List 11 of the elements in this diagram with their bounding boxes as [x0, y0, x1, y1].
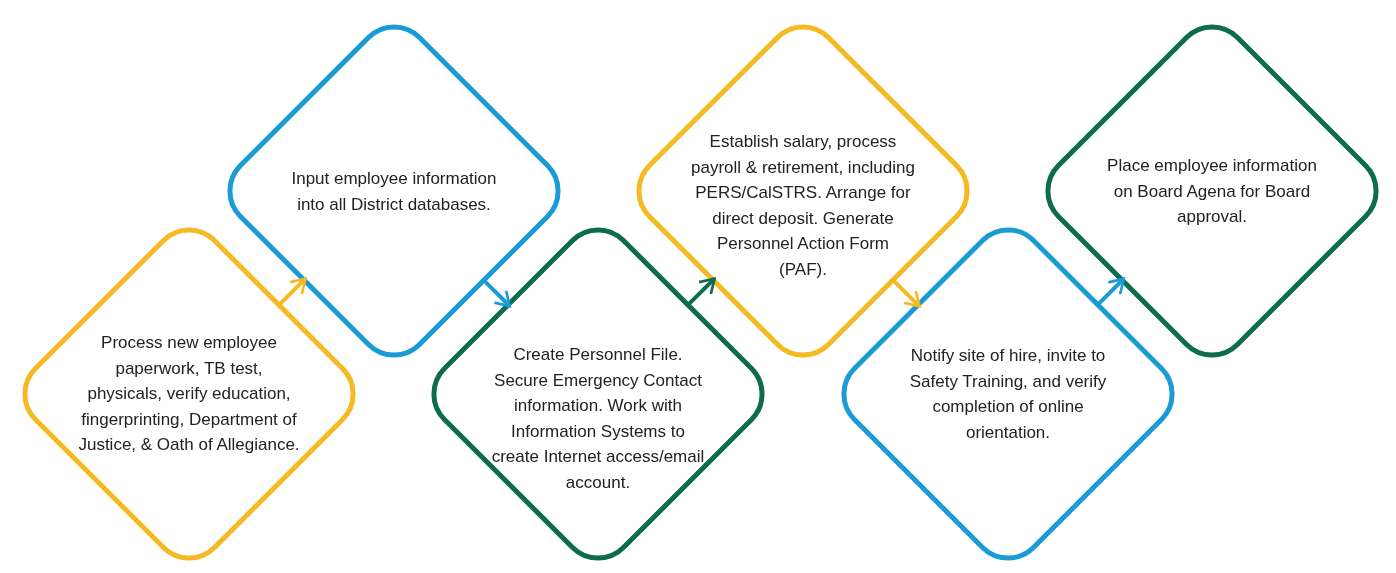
arrow — [890, 277, 921, 308]
step-text: Create Personnel File. Secure Emergency Contact information. Work with Information Systems to create Internet access/email account. — [490, 343, 706, 493]
arrow — [480, 277, 512, 308]
arrow — [1094, 277, 1126, 308]
step-text: Input employee information into all District databases. — [290, 167, 498, 215]
step-text: Process new employee paperwork, TB test, physicals, verify education, fingerprinting, Department of Justice, & Oath of Allegiance. — [77, 332, 301, 457]
step-text: Establish salary, process payroll & retirement, including PERS/CalSTRS. Arrange for direct deposit. Generate Personnel Action Form (PAF). — [691, 130, 915, 280]
arrow — [276, 277, 307, 308]
step-text: Place employee information on Board Agena for Board approval. — [1106, 154, 1318, 228]
step-text: Notify site of hire, invite to Safety Training, and verify completion of online orientation. — [908, 345, 1108, 444]
arrow — [685, 277, 716, 308]
